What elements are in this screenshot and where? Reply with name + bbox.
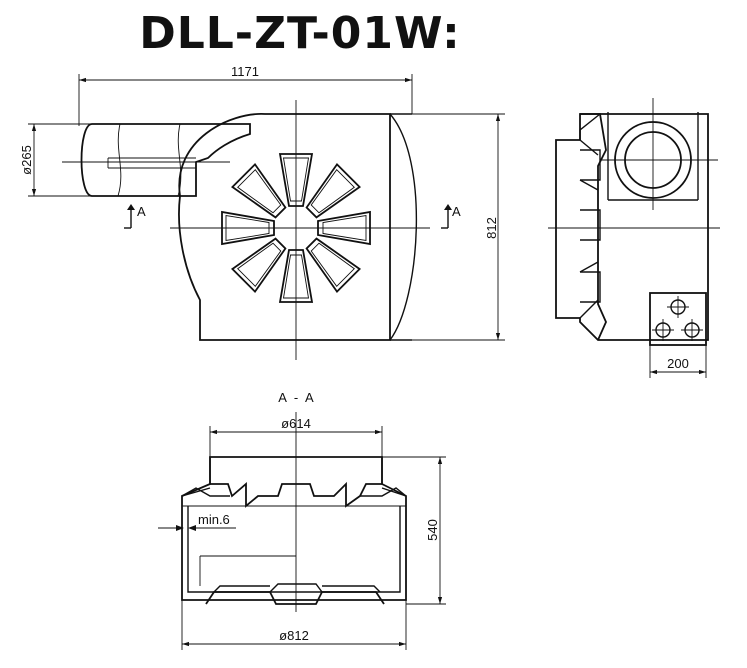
vane-inner [310, 169, 355, 214]
dimension-width: 1171 [78, 64, 413, 126]
vane-inner [237, 242, 282, 287]
section-view: A - A ø614 ø812 [158, 390, 446, 650]
vane [231, 237, 287, 293]
vane-inner [225, 214, 270, 242]
section-mark-left: A [124, 204, 146, 229]
vane [278, 249, 314, 303]
vane-inner [237, 169, 282, 214]
width-value: 1171 [231, 64, 259, 79]
drawing-title: DLL-ZT-01W: [139, 8, 461, 59]
vane [231, 163, 287, 219]
section-label: A - A [278, 390, 315, 405]
vane [305, 163, 361, 219]
impeller-vanes [221, 153, 371, 303]
dimension-top-dia: ø614 [209, 416, 383, 457]
dimension-wall: min.6 [158, 512, 236, 531]
vane-inner [282, 157, 310, 202]
dimension-inlet: ø265 [19, 123, 92, 197]
inlet-dia-value: ø265 [19, 145, 34, 175]
side-view: 200 [548, 98, 720, 378]
dimension-height: 812 [412, 113, 505, 341]
section-letter: A [452, 204, 461, 219]
section-letter: A [137, 204, 146, 219]
top-dia-value: ø614 [281, 416, 311, 431]
section-mark-right: A [441, 204, 461, 229]
vane-inner [282, 254, 310, 299]
dimension-bottom-dia: ø812 [181, 600, 407, 650]
dimension-section-height: 540 [382, 456, 446, 605]
vane [221, 210, 275, 246]
vane [317, 210, 371, 246]
vane [278, 153, 314, 207]
outlet-width-value: 200 [667, 356, 689, 371]
section-height-value: 540 [425, 519, 440, 541]
vane-inner [310, 242, 355, 287]
vane-inner [322, 214, 367, 242]
dimension-outlet: 200 [649, 345, 707, 378]
bottom-dia-value: ø812 [279, 628, 309, 643]
vane [305, 237, 361, 293]
front-view: A A 1171 812 ø265 [19, 64, 505, 360]
wall-value: min.6 [198, 512, 230, 527]
height-value: 812 [484, 217, 499, 239]
